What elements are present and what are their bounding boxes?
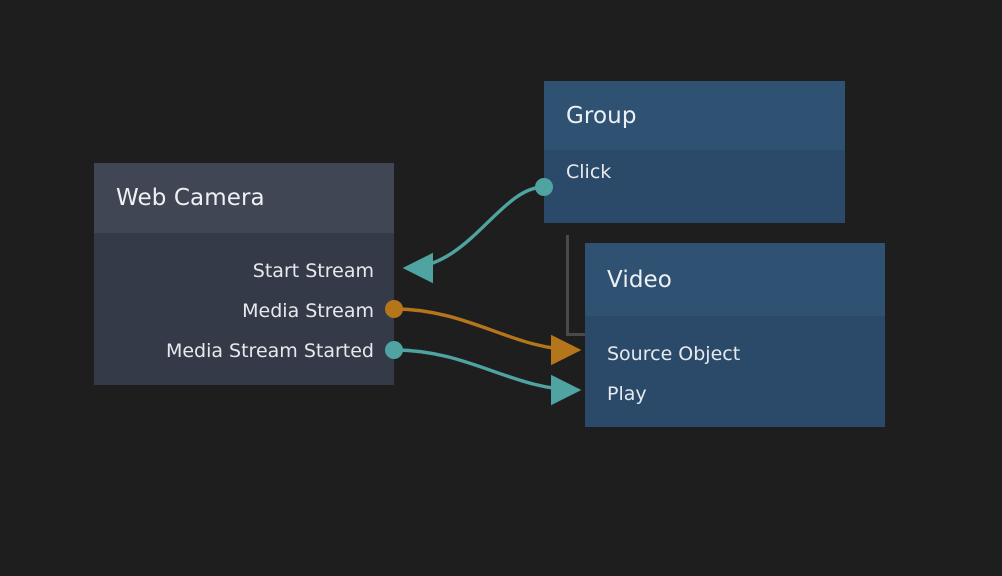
port-label-play: Play xyxy=(607,383,647,405)
port-row-media-stream-started[interactable]: Media Stream Started xyxy=(108,331,374,371)
port-label-start-stream: Start Stream xyxy=(252,260,374,282)
edge-click-to-start-stream xyxy=(402,185,545,284)
port-dot-media-stream-started[interactable] xyxy=(385,341,403,359)
node-video-header[interactable]: Video xyxy=(585,243,885,316)
node-web-camera-body: Start Stream Media Stream Media Stream S… xyxy=(94,233,394,385)
node-group-header[interactable]: Group xyxy=(544,81,845,150)
port-row-source-object[interactable]: Source Object xyxy=(607,334,885,374)
node-group[interactable]: Group Click xyxy=(535,81,845,223)
port-row-click[interactable]: Click xyxy=(566,155,845,189)
node-video-title: Video xyxy=(607,266,672,293)
port-row-media-stream[interactable]: Media Stream xyxy=(108,291,374,331)
port-dot-media-stream[interactable] xyxy=(385,300,403,318)
port-dot-click[interactable] xyxy=(535,178,553,196)
port-label-click: Click xyxy=(566,161,612,183)
node-video-body: Source Object Play xyxy=(585,316,885,427)
port-label-media-stream-started: Media Stream Started xyxy=(165,340,374,362)
port-row-play[interactable]: Play xyxy=(607,374,885,414)
port-label-source-object: Source Object xyxy=(607,343,741,365)
port-label-media-stream: Media Stream xyxy=(242,300,374,322)
node-web-camera[interactable]: Web Camera Start Stream Media Stream Med… xyxy=(94,163,403,385)
node-group-body: Click xyxy=(544,150,845,223)
node-web-camera-header[interactable]: Web Camera xyxy=(94,163,394,233)
port-row-start-stream[interactable]: Start Stream xyxy=(108,251,374,291)
node-group-title: Group xyxy=(566,102,637,129)
edge-media-stream-to-source-object xyxy=(393,307,582,366)
node-web-camera-title: Web Camera xyxy=(116,185,265,211)
node-video[interactable]: Video Source Object Play xyxy=(585,243,885,427)
edge-media-stream-started-to-play xyxy=(393,348,582,406)
group-containment-bracket xyxy=(566,235,589,336)
